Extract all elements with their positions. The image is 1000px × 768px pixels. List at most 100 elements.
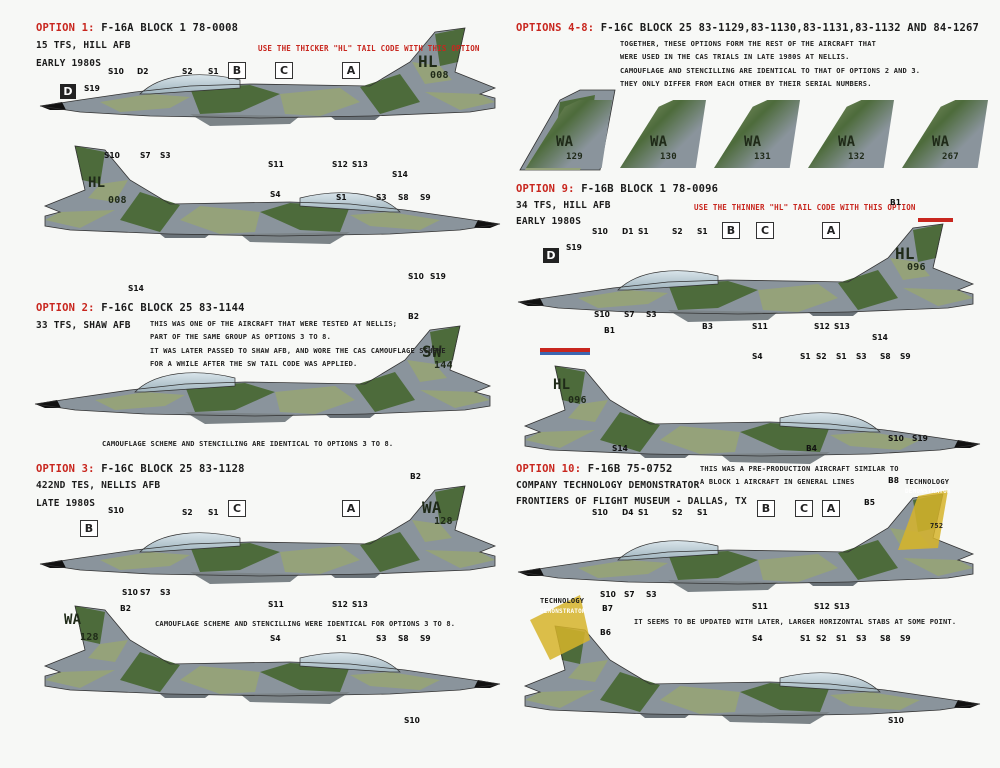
option3-tail-serial-bottom: 128 (80, 632, 99, 643)
option10-title-prefix: OPTION 10: (516, 463, 582, 475)
option3-title-rest: F-16C BLOCK 25 83-1128 (94, 463, 245, 475)
callout-s3-opt10-b: S3 (856, 634, 867, 643)
callout-box-c: C (275, 62, 293, 79)
callout-s9: S9 (420, 193, 431, 202)
callout-s10-opt9: S10 (592, 227, 608, 236)
tail-item: WA 131 (714, 100, 800, 168)
callout-s7-opt3: S7 (140, 588, 151, 597)
callout-s10-opt9-c: S10 (888, 434, 904, 443)
callout-s4-opt10: S4 (752, 634, 763, 643)
callout-box-a-opt3: A (342, 500, 360, 517)
callout-s13: S13 (352, 160, 368, 169)
callout-s1-opt9-b: S1 (697, 227, 708, 236)
callout-s3-opt9: S3 (646, 310, 657, 319)
callout-box-c-opt10: C (795, 500, 813, 517)
tail-serial: 131 (754, 152, 771, 162)
callout-s10: S10 (108, 67, 124, 76)
callout-s12-opt3: S12 (332, 600, 348, 609)
option9-title-prefix: OPTION 9: (516, 183, 575, 195)
option9-title: OPTION 9: F-16B BLOCK 1 78-0096 (516, 183, 718, 195)
callout-s14-b: S14 (128, 284, 144, 293)
options48-title: OPTIONS 4-8: F-16C BLOCK 25 83-1129,83-1… (516, 22, 979, 34)
callout-s10-opt10-c: S10 (888, 716, 904, 725)
option9-profile-bottom (525, 348, 980, 464)
callout-s1-b: S1 (336, 193, 347, 202)
callout-b8: B8 (888, 476, 899, 485)
callout-s1: S1 (208, 67, 219, 76)
option3-note: CAMOUFLAGE SCHEME AND STENCILLING WERE I… (155, 620, 456, 628)
callout-b5: B5 (864, 498, 875, 507)
option3-title: OPTION 3: F-16C BLOCK 25 83-1128 (36, 463, 245, 475)
callout-s3-opt9-b: S3 (856, 352, 867, 361)
option2-desc1: THIS WAS ONE OF THE AIRCRAFT THAT WERE T… (150, 320, 398, 328)
option10-profile-bottom (525, 595, 980, 724)
callout-s19-opt9-b: S19 (912, 434, 928, 443)
tail-item: WA 130 (620, 100, 706, 168)
callout-s11-opt9: S11 (752, 322, 768, 331)
option3-tail-code-bottom: WA (64, 612, 82, 628)
callout-d2: D2 (137, 67, 149, 76)
option2-tail-serial: 144 (434, 360, 453, 371)
callout-box-b-opt3: B (80, 520, 98, 537)
option10-desc2: A BLOCK 1 AIRCRAFT IN GENERAL LINES (700, 478, 855, 486)
callout-s10-opt10: S10 (592, 508, 608, 517)
option1-tail-serial-bottom: 008 (108, 195, 127, 206)
callout-box-a: A (342, 62, 360, 79)
option9-note: USE THE THINNER "HL" TAIL CODE WITH THIS… (694, 203, 916, 212)
callout-s3: S3 (160, 151, 171, 160)
option10-tail-sub: DEMONSTRATOR (905, 488, 951, 495)
callout-s11-opt10: S11 (752, 602, 768, 611)
option1-title-prefix: OPTION 1: (36, 22, 95, 34)
option9-tail-code: HL (895, 244, 915, 263)
option3-era: LATE 1980S (36, 498, 96, 509)
callout-d4: D4 (622, 508, 634, 517)
options48-desc2: WERE USED IN THE CAS TRIALS IN LATE 1980… (620, 53, 850, 61)
callout-s1-opt3: S1 (208, 508, 219, 517)
callout-s12: S12 (332, 160, 348, 169)
callout-b1-b: B1 (604, 326, 615, 335)
callout-s10-opt3-b: S10 (122, 588, 138, 597)
option10-tail-text: TECHNOLOGY (905, 478, 950, 486)
option2-title: OPTION 2: F-16C BLOCK 25 83-1144 (36, 302, 245, 314)
tail-code: WA (932, 134, 950, 150)
callout-s14-opt9: S14 (872, 333, 888, 342)
callout-s1-opt10-d: S1 (836, 634, 847, 643)
callout-s2-opt9: S2 (672, 227, 683, 236)
option10-desc1: THIS WAS A PRE-PRODUCTION AIRCRAFT SIMIL… (700, 465, 899, 473)
option2-tail-code: SW (422, 342, 442, 361)
callout-s4: S4 (270, 190, 281, 199)
tail-code: WA (556, 134, 574, 150)
tail-serial: 130 (660, 152, 677, 162)
callout-s9-opt3: S9 (420, 634, 431, 643)
callout-b2-opt3: B2 (410, 472, 421, 481)
callout-s8: S8 (398, 193, 409, 202)
option2-note: CAMOUFLAGE SCHEME AND STENCILLING ARE ID… (102, 440, 394, 448)
option1-tail-serial: 008 (430, 70, 449, 81)
option10-title-rest: F-16B 75-0752 (581, 463, 673, 475)
option10-tail-text-bottom: TECHNOLOGY (540, 597, 585, 605)
callout-s7: S7 (140, 151, 151, 160)
callout-b2-opt3-b: B2 (120, 604, 131, 613)
callout-box-a-opt9: A (822, 222, 840, 239)
tail-item: WA 267 (902, 100, 988, 168)
option2-title-rest: F-16C BLOCK 25 83-1144 (94, 302, 245, 314)
option1-unit: 15 TFS, HILL AFB (36, 40, 131, 51)
option2-desc3: IT WAS LATER PASSED TO SHAW AFB, AND WOR… (150, 347, 446, 355)
option1-title-rest: F-16A BLOCK 1 78-0008 (94, 22, 239, 34)
callout-s19-b: S19 (430, 272, 446, 281)
callout-s10-c: S10 (408, 272, 424, 281)
callout-s14: S14 (392, 170, 408, 179)
callout-s3-opt10: S3 (646, 590, 657, 599)
option10-title: OPTION 10: F-16B 75-0752 (516, 463, 673, 475)
callout-s10-b: S10 (104, 151, 120, 160)
callout-s4-opt9: S4 (752, 352, 763, 361)
option1-tail-code: HL (418, 52, 438, 71)
option9-tail-code-bottom: HL (553, 377, 571, 393)
callout-s11-opt3: S11 (268, 600, 284, 609)
option1-tail-code-bottom: HL (88, 175, 106, 191)
option9-era: EARLY 1980S (516, 216, 582, 227)
option3-title-prefix: OPTION 3: (36, 463, 95, 475)
callout-box-b: B (228, 62, 246, 79)
callout-s3-b: S3 (376, 193, 387, 202)
